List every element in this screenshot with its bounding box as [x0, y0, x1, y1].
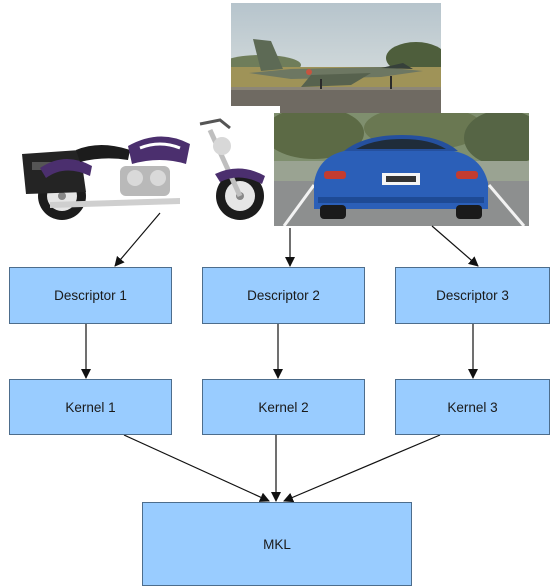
descriptor-1-label: Descriptor 1	[54, 288, 127, 303]
motorcycle-photo	[10, 106, 280, 224]
arrow-car-to-descriptor-3	[431, 225, 479, 267]
descriptor-3-label: Descriptor 3	[436, 288, 509, 303]
arrow-kernel-1-to-mkl	[123, 434, 270, 502]
kernel-1-box: Kernel 1	[9, 379, 172, 435]
arrow-motorcycle-to-descriptor-1	[114, 212, 161, 267]
mkl-box: MKL	[142, 502, 412, 586]
kernel-3-box: Kernel 3	[395, 379, 550, 435]
arrow-kernel-3-to-mkl	[283, 434, 441, 503]
car-photo	[274, 113, 529, 226]
descriptor-2-label: Descriptor 2	[247, 288, 320, 303]
descriptor-3-box: Descriptor 3	[395, 267, 550, 324]
descriptor-1-box: Descriptor 1	[9, 267, 172, 324]
airplane-photo	[231, 3, 441, 113]
kernel-3-label: Kernel 3	[447, 399, 498, 415]
descriptor-2-box: Descriptor 2	[202, 267, 365, 324]
kernel-2-label: Kernel 2	[258, 399, 309, 415]
mkl-label: MKL	[263, 536, 291, 552]
kernel-2-box: Kernel 2	[202, 379, 365, 435]
kernel-1-label: Kernel 1	[65, 399, 116, 415]
